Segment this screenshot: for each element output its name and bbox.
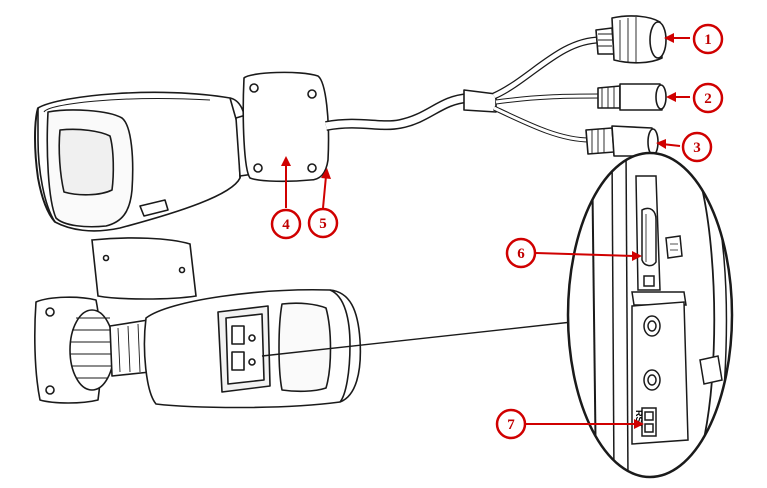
callout-5: 5 — [307, 168, 339, 239]
zoom-leader-line — [261, 321, 573, 357]
audio-alarm-connector — [585, 125, 659, 157]
camera-bottom-view — [34, 288, 362, 409]
callout-7: 7 — [495, 408, 644, 440]
callout-4-number: 4 — [282, 217, 290, 233]
zoom-inset: RST — [566, 151, 734, 479]
callouts: 1 2 3 4 5 — [270, 23, 724, 440]
callout-3-number: 3 — [693, 140, 701, 156]
network-connector — [595, 15, 667, 64]
callout-1-number: 1 — [704, 32, 712, 48]
callout-2: 2 — [666, 82, 724, 114]
callout-6-number: 6 — [517, 246, 525, 262]
callout-4: 4 — [270, 156, 302, 240]
callout-3: 3 — [656, 131, 713, 163]
callout-6: 6 — [505, 237, 642, 269]
callout-5-number: 5 — [319, 216, 327, 232]
lens-window — [58, 128, 115, 196]
reset-button — [641, 407, 657, 437]
mounting-bracket-top — [242, 71, 330, 183]
callout-2-number: 2 — [704, 91, 712, 107]
reset-label: RST — [634, 410, 644, 429]
callout-7-number: 7 — [507, 417, 515, 433]
zoom-frame — [566, 151, 734, 479]
power-connector — [597, 83, 667, 111]
callout-1: 1 — [664, 23, 724, 55]
camera-top-view — [34, 15, 667, 232]
cover-plate — [91, 237, 197, 300]
